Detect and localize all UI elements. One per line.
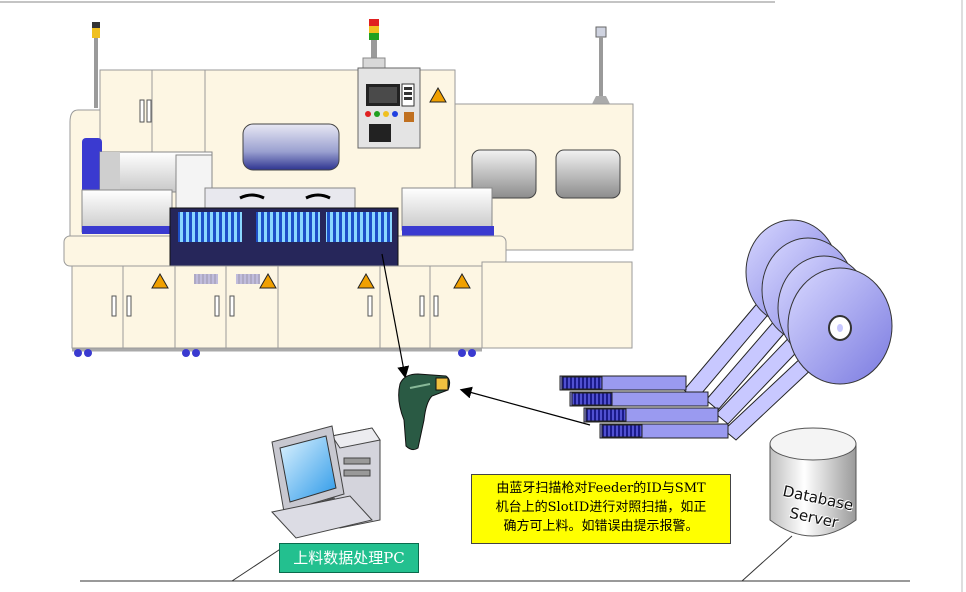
arrow-feeder-to-scanner — [459, 386, 591, 426]
smt-machine — [63, 19, 634, 357]
warning-icon — [429, 86, 447, 103]
signal-tower-center — [362, 19, 386, 69]
signal-tower-left — [92, 22, 100, 108]
warning-icon — [151, 272, 471, 289]
machine-lower-cabinet — [71, 265, 483, 349]
machine-center-window — [242, 123, 340, 171]
barcode-scanner — [398, 373, 451, 451]
feeders-and-reels — [559, 219, 893, 441]
control-panel — [357, 67, 421, 149]
db-connector — [741, 535, 793, 582]
signal-tower-right — [592, 26, 610, 104]
feeder-bank — [169, 207, 399, 267]
pc-label: 上料数据处理PC — [279, 543, 419, 573]
database-server — [769, 427, 857, 537]
machine-feet — [74, 349, 476, 357]
pc-computer — [271, 425, 381, 539]
pc-connector — [231, 543, 289, 582]
scan-note-line-2: 机台上的SlotID进行对照扫描，如正 — [495, 500, 707, 515]
machine-right-window-2 — [555, 149, 621, 199]
machine-right-window-1 — [471, 149, 537, 199]
arrow-machine-to-scanner — [381, 253, 410, 379]
scan-note-box: 由蓝牙扫描枪对Feeder的ID与SMT 机台上的SlotID进行对照扫描，如正… — [471, 474, 731, 544]
scan-note-line-3: 确方可上料。如错误由提示报警。 — [503, 519, 699, 534]
scan-note-line-1: 由蓝牙扫描枪对Feeder的ID与SMT — [496, 481, 706, 496]
